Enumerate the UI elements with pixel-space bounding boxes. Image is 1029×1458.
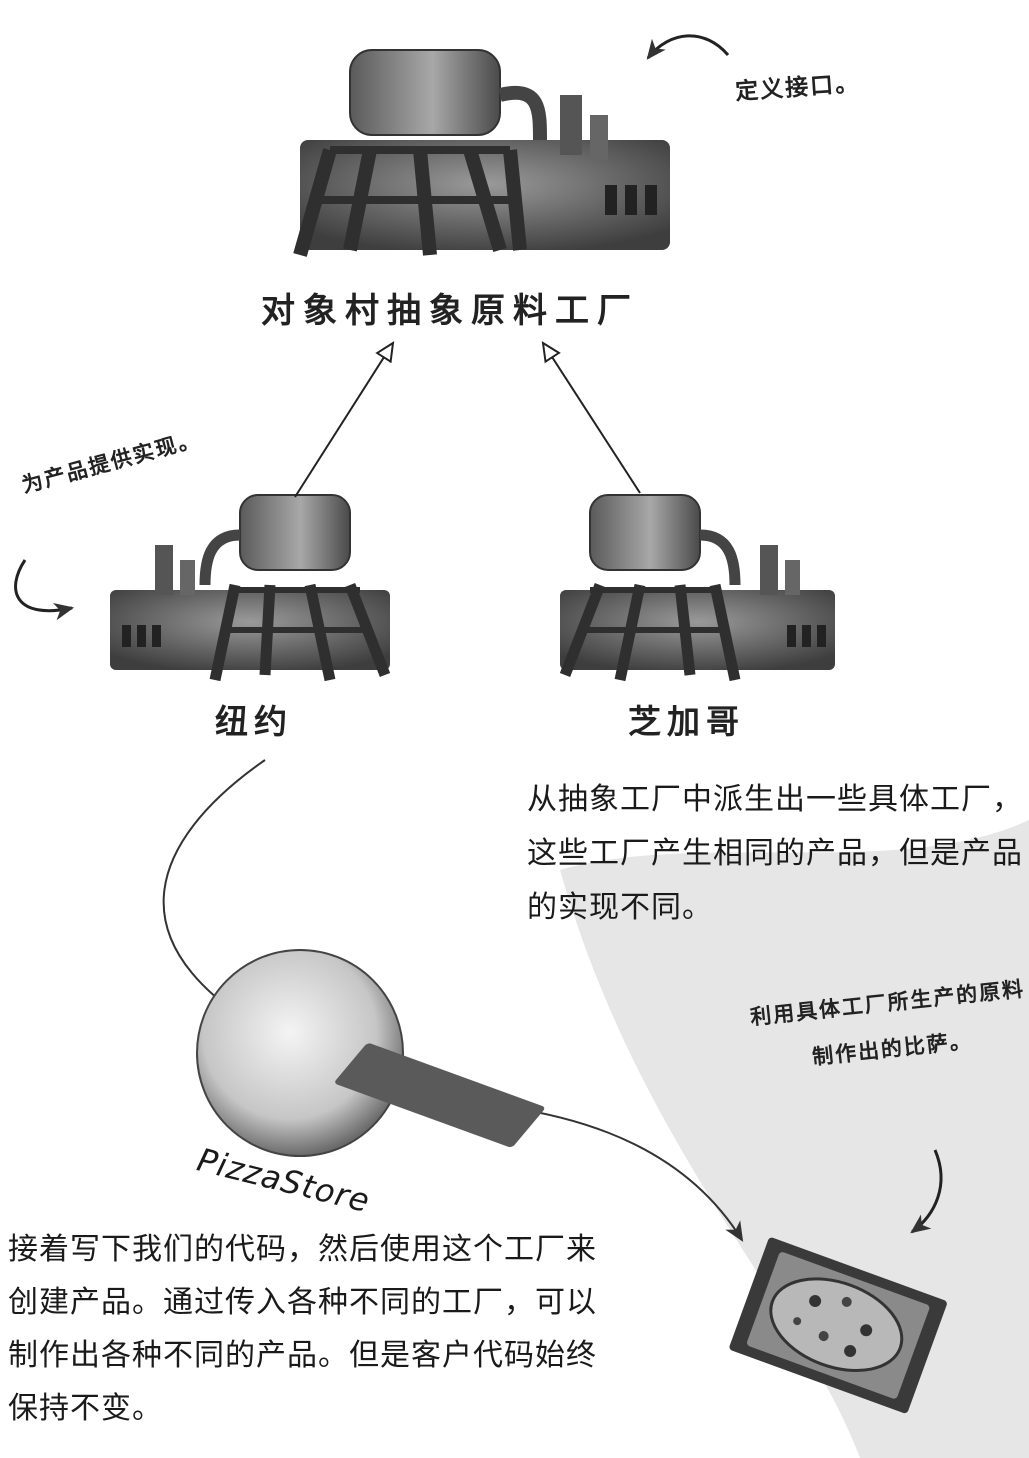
chicago-factory-image bbox=[559, 494, 835, 682]
pizza-note-arrow bbox=[910, 1149, 943, 1234]
define-note-arrow bbox=[646, 34, 730, 60]
provide-note-arrow bbox=[14, 559, 75, 621]
inherit-arrow-chicago bbox=[543, 343, 641, 494]
chicago-factory-label: 芝加哥 bbox=[628, 702, 745, 741]
abstract-factory-label: 对象村抽象原料工厂 bbox=[261, 291, 639, 331]
new-york-factory-image bbox=[110, 494, 391, 682]
concrete-factories-paragraph: 从抽象工厂中派生出一些具体工厂，这些工厂产生相同的产品，但是产品的实现不同。 bbox=[527, 782, 1023, 925]
new-york-factory-label: 纽约 bbox=[215, 702, 293, 741]
pizza-box-image bbox=[335, 1043, 947, 1414]
client-code-paragraph: 接着写下我们的代码，然后使用这个工厂来创建产品。通过传入各种不同的工厂，可以制作… bbox=[8, 1232, 597, 1426]
pizzastore-ball bbox=[196, 949, 404, 1157]
abstract-factory-image bbox=[293, 49, 670, 257]
inherit-arrow-new-york bbox=[294, 343, 393, 498]
